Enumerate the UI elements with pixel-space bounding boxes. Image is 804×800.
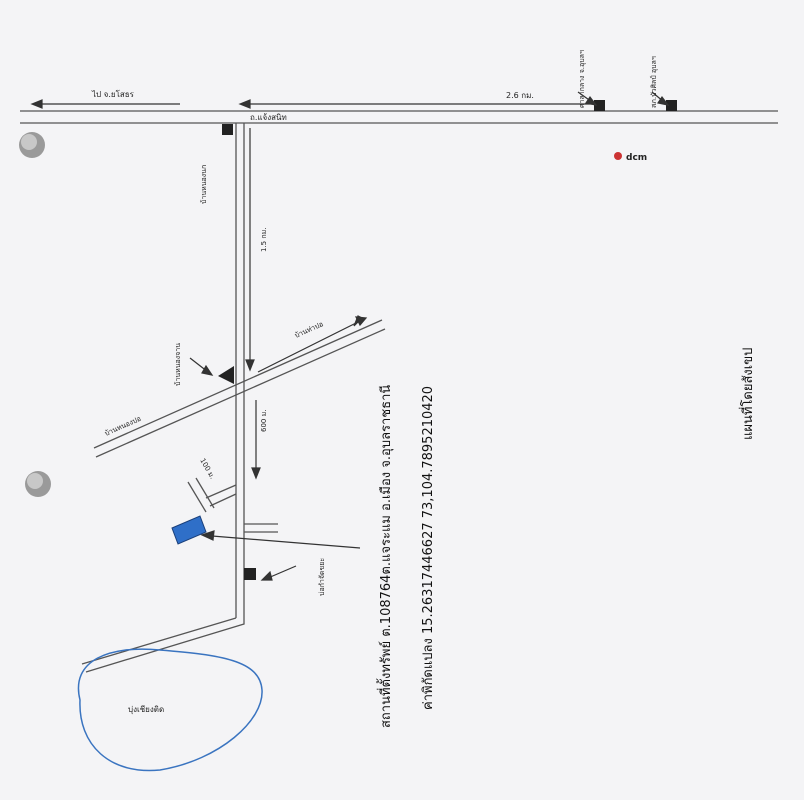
label-ban-nong-chan: บ้านหนองจาน	[174, 343, 182, 386]
landmark-provincial-court	[594, 100, 605, 111]
main-road	[20, 110, 778, 124]
branch-road	[235, 123, 245, 618]
cross-road	[93, 319, 386, 458]
label-ban-nong-pho: บ้านหนองปอ	[104, 415, 143, 438]
label-dist-100: 100 ม.	[198, 457, 216, 480]
landmark-ban-nong-nok	[222, 124, 233, 135]
landmark-shrine	[244, 568, 256, 580]
label-police: สภ.บัวศิลป์ อุบลฯ	[650, 56, 658, 108]
label-to-yasothon: ไป จ.ยโสธร	[91, 89, 135, 99]
location-line: สถานที่ตั้งทรัพย์ ต.108764ต.แจระแม อ.เมื…	[376, 385, 394, 728]
label-road-name: ถ.แจ้งสนิท	[250, 113, 287, 122]
landmark-ban-nong-chan	[218, 366, 234, 384]
label-ban-nong-nok: บ้านหนองนก	[200, 165, 208, 204]
label-dist-1-5: 1.5 กม.	[260, 228, 268, 252]
coordinates-line: ค่าพิกัดแปลง 15.26317446627 73,104.78952…	[421, 386, 436, 710]
map-title: แผนที่โดยสังเขป	[739, 348, 756, 440]
label-dist-2-6: 2.6 กม.	[506, 91, 534, 100]
landmark-police	[666, 100, 677, 111]
property-parcel	[171, 515, 207, 545]
label-ban-tha-po: บ้านท่าปอ	[294, 320, 325, 340]
label-shrine: บ่อกำจัดขยะ	[318, 558, 326, 596]
label-provincial-court: ศาลากลาง จ.อุบลฯ	[578, 50, 586, 108]
dcm-logo: dcm	[614, 152, 647, 163]
label-dist-600: 600 ม.	[260, 410, 268, 432]
dcm-logo-text: dcm	[626, 153, 647, 163]
label-pond: บุ่งเชียงติด	[128, 705, 164, 714]
pond	[77, 648, 263, 772]
